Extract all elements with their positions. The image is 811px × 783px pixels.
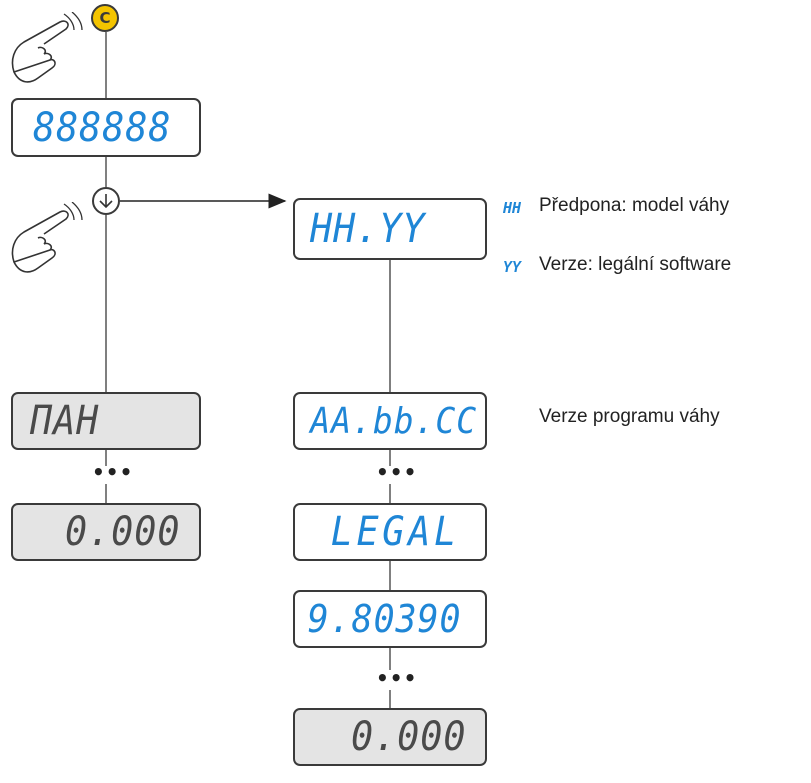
display-aa-bb-cc: AA.bb.CC <box>293 392 487 450</box>
display-zero-right-text: 0.000 <box>350 714 466 760</box>
display-hh-yy-text: HH.YY <box>310 206 426 252</box>
display-zero-left-text: 0.000 <box>64 509 180 555</box>
down-button[interactable] <box>92 187 120 215</box>
display-nah: ΠAH <box>11 392 201 450</box>
display-zero-left: 0.000 <box>11 503 201 561</box>
display-zero-right: 0.000 <box>293 708 487 766</box>
legend-program-text: Verze programu váhy <box>539 406 720 427</box>
arrow-down-circle-icon <box>99 194 113 209</box>
c-button[interactable]: C <box>91 4 119 32</box>
display-all-segments-text: 888888 <box>33 104 172 151</box>
hand-press-down-icon <box>11 202 83 273</box>
c-button-label: C <box>99 9 111 27</box>
display-nah-text: ΠAH <box>30 398 100 444</box>
display-hh-yy: HH.YY <box>293 198 487 260</box>
ellipsis-right-lower: ••• <box>376 666 418 690</box>
legend-hh-code: HH <box>503 199 522 217</box>
display-aa-bb-cc-text: AA.bb.CC <box>310 400 478 442</box>
legend-hh-text: Předpona: model váhy <box>539 195 730 216</box>
display-legal-text: LEGAL <box>330 509 460 555</box>
ellipsis-left: ••• <box>92 460 134 484</box>
display-gravity: 9.80390 <box>293 590 487 648</box>
ellipsis-right-upper: ••• <box>376 460 418 484</box>
legend-yy-code: YY <box>503 258 522 276</box>
legend-yy-text: Verze: legální software <box>539 254 732 275</box>
display-gravity-text: 9.80390 <box>307 597 462 641</box>
hand-press-c-icon <box>11 12 83 83</box>
display-all-segments: 888888 <box>11 98 201 157</box>
display-legal: LEGAL <box>293 503 487 561</box>
